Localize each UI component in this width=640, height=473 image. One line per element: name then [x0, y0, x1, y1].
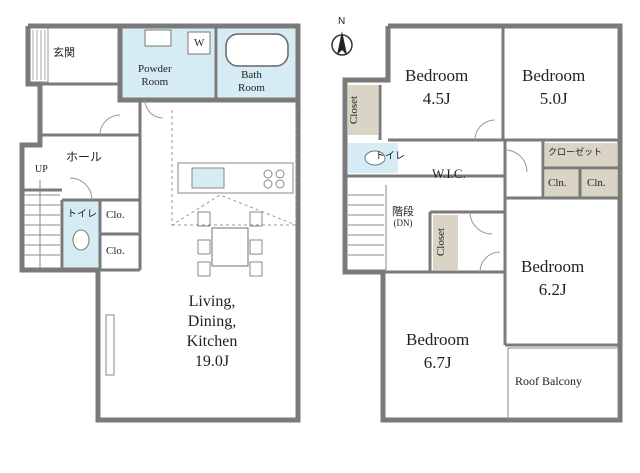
- closet-mid-label: Closet: [435, 227, 448, 257]
- closet-left-label: Closet: [348, 95, 361, 125]
- stairs2-line2: (DN): [393, 218, 413, 228]
- roof-balcony-label: Roof Balcony: [515, 374, 582, 388]
- stairs2-label: 階段 (DN): [392, 206, 414, 228]
- wic-label: W.I.C.: [432, 166, 466, 181]
- floor1-doors: [69, 99, 164, 201]
- washer-box: [187, 31, 211, 55]
- floor1-stairs: [24, 180, 60, 268]
- bedroom-d-name: Bedroom: [406, 330, 470, 349]
- bedroom-a-label: Bedroom 4.5J: [405, 67, 468, 107]
- bedroom-b-size: 5.0J: [539, 89, 568, 108]
- powder-room-label: Powder Room: [138, 64, 172, 88]
- powder-room-label-line1: Powder: [138, 63, 172, 75]
- compass-north-label: N: [338, 16, 346, 27]
- washer-label: W: [194, 37, 205, 49]
- ldk-line4: 19.0J: [194, 353, 230, 370]
- bath-room-label: Bath Room: [238, 70, 265, 94]
- cln2-label: Cln.: [587, 177, 606, 189]
- kitchen-sink: [191, 167, 225, 189]
- bedroom-a-size: 4.5J: [422, 89, 451, 108]
- bedroom-c-size: 6.2J: [538, 280, 567, 299]
- bedroom-b-label: Bedroom 5.0J: [522, 67, 585, 107]
- floor1-outer-wall: [19, 23, 301, 423]
- toilet1-label: トイレ: [67, 209, 97, 220]
- floor2-doors: [469, 119, 528, 273]
- bedroom-d-label: Bedroom 6.7J: [406, 331, 469, 371]
- closet-left-floor: [348, 85, 378, 135]
- closet-jp-floor: [545, 143, 617, 167]
- entrance-label: 玄関: [53, 46, 75, 59]
- bedroom-c-label: Bedroom 6.2J: [521, 258, 584, 298]
- closet1-label: Clo.: [106, 209, 125, 221]
- ldk-line3: Kitchen: [186, 333, 238, 350]
- compass-icon: [331, 31, 353, 56]
- floor2-inner-walls: [345, 26, 620, 347]
- bath-tub: [225, 33, 289, 67]
- up-label: UP: [35, 164, 48, 175]
- powder-room-label-line2: Room: [141, 76, 169, 88]
- dining-table: [211, 227, 249, 267]
- bedroom-d-size: 6.7J: [423, 353, 452, 372]
- closet-mid-floor: [433, 215, 458, 270]
- powder-sink: [144, 29, 172, 47]
- dining-chairs: [197, 211, 263, 277]
- balcony-rail: [507, 347, 619, 419]
- bedroom-a-name: Bedroom: [405, 66, 469, 85]
- closet2-label: Clo.: [106, 245, 125, 257]
- bath-room-label-line2: Room: [238, 82, 265, 94]
- kitchen-stove: [263, 169, 285, 189]
- bedroom-c-name: Bedroom: [521, 257, 585, 276]
- floor1-plan: [19, 23, 301, 423]
- ldk-line2: Dining,: [187, 313, 237, 330]
- stairs2-line1: 階段: [392, 205, 414, 218]
- floor1-inner-walls: [22, 28, 218, 272]
- ldk-label: Living, Dining, Kitchen 19.0J: [172, 292, 252, 372]
- toilet1-bowl: [72, 229, 90, 251]
- ldk-line1: Living,: [188, 293, 236, 310]
- floor2-plan: [342, 23, 623, 423]
- closet-jp-label: クローゼット: [548, 148, 603, 158]
- cln1-label: Cln.: [548, 177, 567, 189]
- hall-label: ホール: [66, 150, 103, 164]
- toilet2-label: トイレ: [375, 151, 405, 162]
- toilet2-bowl: [364, 150, 386, 166]
- bath-room-label-line1: Bath: [241, 69, 262, 81]
- tv-board: [105, 314, 115, 376]
- bedroom-b-name: Bedroom: [522, 66, 586, 85]
- floor2-stairs: [348, 185, 387, 270]
- entrance-hatch: [32, 30, 46, 80]
- ceiling-dash-lines: [171, 110, 297, 226]
